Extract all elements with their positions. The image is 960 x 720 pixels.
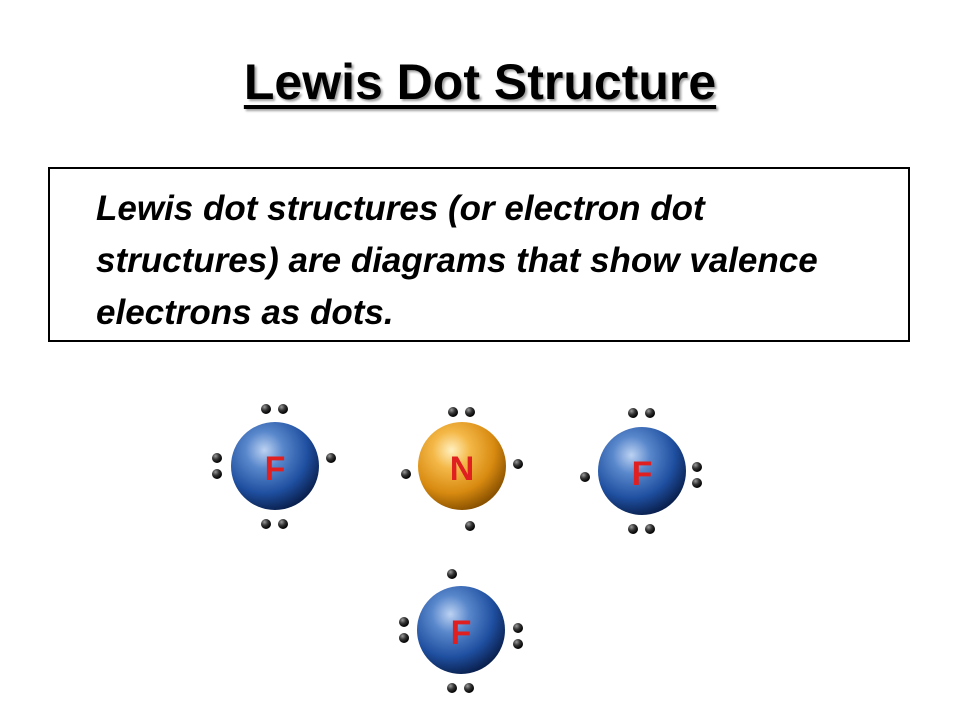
nitrogen-sphere: [418, 422, 506, 510]
atom-symbol: N: [450, 450, 475, 488]
atom-symbol: F: [451, 614, 472, 652]
electron-dot: [399, 617, 409, 627]
electron-dot: [447, 569, 457, 579]
fluorine-sphere: [231, 422, 319, 510]
electron-dot: [465, 407, 475, 417]
electron-dots: [401, 407, 523, 531]
electron-dot: [628, 524, 638, 534]
atom-fluorine-left: F: [212, 404, 336, 529]
fluorine-sphere: [417, 586, 505, 674]
electron-dots: [399, 569, 523, 693]
atom-fluorine-bottom: F: [399, 569, 523, 693]
atom-symbol: F: [632, 455, 653, 493]
electron-dot: [278, 404, 288, 414]
definition-box: Lewis dot structures (or electron dot st…: [48, 167, 910, 342]
electron-dot: [580, 472, 590, 482]
atom-nitrogen: N: [401, 407, 523, 531]
electron-dot: [513, 639, 523, 649]
atom-symbol: F: [265, 450, 286, 488]
electron-dot: [278, 519, 288, 529]
electron-dot: [464, 683, 474, 693]
fluorine-sphere: [598, 427, 686, 515]
electron-dot: [645, 524, 655, 534]
atom-fluorine-right: F: [580, 408, 702, 534]
electron-dot: [465, 521, 475, 531]
electron-dot: [692, 462, 702, 472]
electron-dot: [326, 453, 336, 463]
electron-dot: [261, 404, 271, 414]
electron-dot: [692, 478, 702, 488]
page-title: Lewis Dot Structure: [243, 54, 717, 110]
electron-dots: [580, 408, 702, 534]
electron-dots: [212, 404, 336, 529]
electron-dot: [645, 408, 655, 418]
electron-dot: [399, 633, 409, 643]
electron-dot: [447, 683, 457, 693]
electron-dot: [448, 407, 458, 417]
electron-dot: [628, 408, 638, 418]
electron-dot: [261, 519, 271, 529]
electron-dot: [401, 469, 411, 479]
electron-dot: [513, 623, 523, 633]
electron-dot: [513, 459, 523, 469]
electron-dot: [212, 453, 222, 463]
definition-text: Lewis dot structures (or electron dot st…: [96, 189, 818, 332]
electron-dot: [212, 469, 222, 479]
